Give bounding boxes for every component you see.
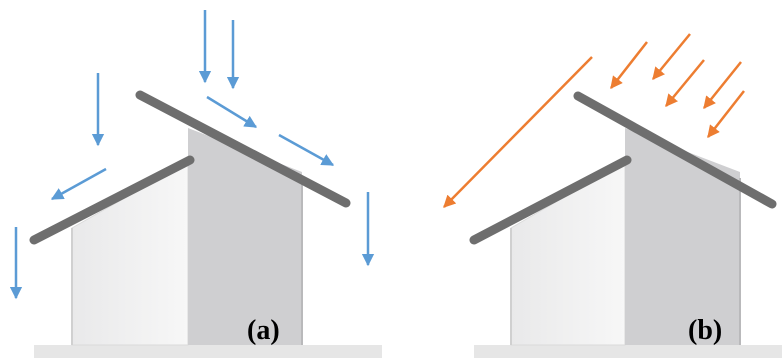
arrow-along-roof <box>50 167 107 201</box>
panel-label-b: (b) <box>688 315 722 346</box>
panel-a: (a) <box>9 10 382 358</box>
arrow-diagonal <box>652 33 691 80</box>
arrow-diagonal <box>610 41 648 89</box>
arrow-long-diagonal <box>443 56 593 208</box>
ground <box>474 345 782 358</box>
arrow-along-roof <box>206 95 258 129</box>
lower-roof <box>469 155 632 245</box>
ground <box>34 345 382 358</box>
upper-roof <box>573 91 777 209</box>
arrow-diagonal <box>703 61 742 109</box>
arrow-diagonal <box>707 90 745 138</box>
tall-wall <box>188 128 302 345</box>
upper-roof <box>135 90 351 208</box>
tall-wall <box>625 128 740 345</box>
arrow-along-roof <box>278 133 335 167</box>
panel-b: (b) <box>443 33 782 358</box>
panel-label-a: (a) <box>247 315 280 346</box>
lower-roof <box>29 155 195 245</box>
arrow-diagonal <box>665 59 705 107</box>
